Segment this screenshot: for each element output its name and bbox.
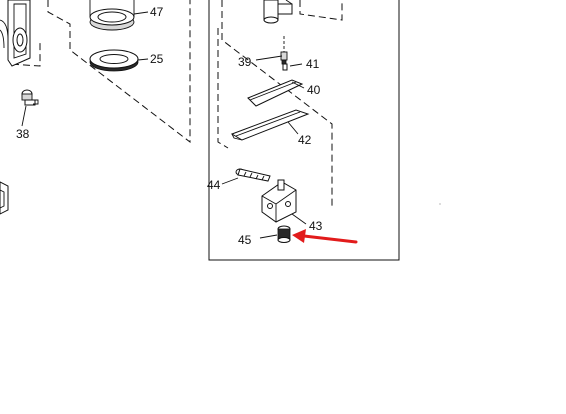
callout-25: 25 — [150, 52, 164, 66]
bracket-part — [0, 0, 31, 67]
leader-line-44 — [221, 177, 239, 185]
callout-39: 39 — [238, 55, 252, 69]
callout-41: 41 — [306, 57, 320, 71]
part-40-blade — [247, 79, 304, 107]
part-47-bearing — [89, 0, 135, 31]
part-45-set-screw — [277, 225, 291, 243]
left-assembly: 47 25 38 — [0, 0, 191, 215]
leader-line-45 — [259, 234, 278, 239]
callout-43: 43 — [309, 219, 323, 233]
dashed-outline-left-inner — [9, 0, 41, 67]
callout-40: 40 — [307, 83, 321, 97]
dashed-guide-outer — [221, 0, 333, 206]
leader-line-38 — [21, 105, 27, 127]
callout-42: 42 — [298, 133, 312, 147]
callout-45: 45 — [238, 233, 252, 247]
leader-line-43 — [291, 213, 307, 225]
part-38-screw — [21, 89, 39, 106]
dashed-outline-left-outer — [47, 0, 191, 144]
callout-38: 38 — [16, 127, 30, 141]
left-edge-block — [0, 181, 9, 215]
dashed-guide-left — [217, 28, 229, 149]
callout-44: 44 — [207, 178, 221, 192]
right-assembly-frame: 39 41 40 42 44 — [207, 0, 400, 261]
leader-line-25 — [137, 58, 149, 61]
red-arrow-indicator — [292, 229, 358, 244]
frame-box — [208, 0, 400, 261]
callout-47: 47 — [150, 5, 164, 19]
part-41-pin — [280, 36, 288, 71]
top-shaft — [263, 0, 293, 24]
stray-dot — [439, 203, 441, 205]
part-44-screw — [235, 168, 271, 182]
leader-line-41 — [289, 63, 303, 67]
leader-line-42 — [287, 121, 299, 135]
part-42-blade — [230, 109, 310, 141]
part-43-bracket — [261, 179, 297, 223]
leader-line-39 — [255, 55, 283, 61]
leader-line-47 — [133, 11, 149, 15]
leader-line-40 — [291, 81, 305, 89]
part-25-washer — [89, 49, 139, 72]
dashed-guide-top — [299, 0, 343, 21]
